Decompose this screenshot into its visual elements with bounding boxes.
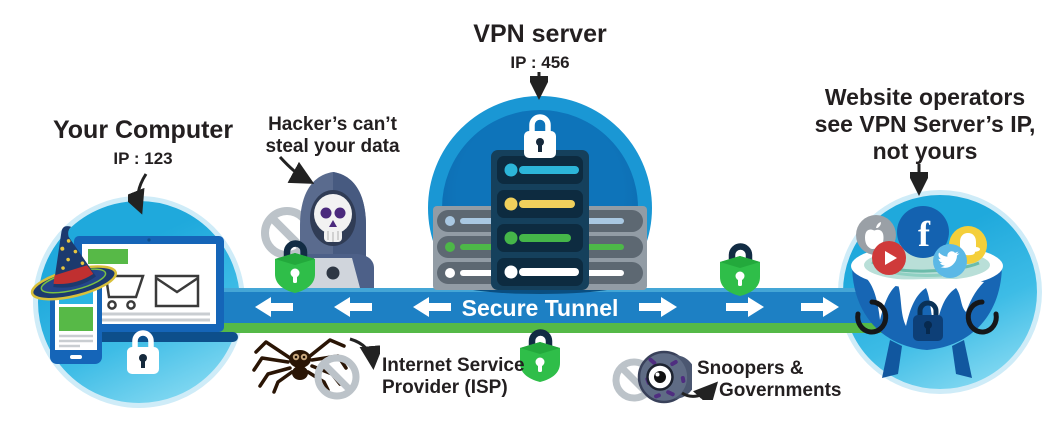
isp-label-line2: Provider (ISP) xyxy=(382,377,508,399)
tunnel-arrow-right-icon xyxy=(726,297,764,317)
website-operators-label: Website operators see VPN Server’s IP, n… xyxy=(808,84,1042,165)
website-label-line1: Website operators xyxy=(824,84,1026,110)
vpn-server-ip: IP : 456 xyxy=(510,52,570,72)
padlock-white-icon xyxy=(522,108,558,160)
snoopers-label-line1: Snoopers & xyxy=(697,358,804,379)
hacker-label-line2: steal your data xyxy=(265,136,400,158)
website-label-line2: see VPN Server’s IP, xyxy=(814,111,1036,138)
tunnel-arrow-right-icon xyxy=(639,297,677,317)
website-arrow-icon xyxy=(910,162,928,198)
isp-label-line1: Internet Service xyxy=(382,355,525,376)
hacker-arrow-icon xyxy=(276,153,320,189)
cauldron-handle-left xyxy=(855,299,889,335)
shield-lock-green-icon xyxy=(517,322,563,382)
your-computer-title: Your Computer xyxy=(52,116,234,144)
snoopers-label-line2: Governments xyxy=(719,380,842,402)
shield-lock-green-icon xyxy=(717,236,763,296)
wizard-hat-icon xyxy=(26,219,120,303)
padlock-navy-icon xyxy=(913,300,943,341)
facebook-icon: f xyxy=(897,206,949,258)
vpn-server-title: VPN server xyxy=(473,20,607,48)
mail-icon xyxy=(154,274,200,308)
youtube-icon xyxy=(872,241,906,275)
skull-icon xyxy=(314,194,352,234)
tunnel-green-stripe xyxy=(135,323,935,333)
your-computer-label: Your Computer IP : 123 xyxy=(38,116,248,169)
isp-arrow-icon xyxy=(346,333,380,373)
snooper-eyeball-icon xyxy=(636,349,692,405)
website-label-line3: not yours xyxy=(872,138,978,165)
tunnel-arrow-left-icon xyxy=(334,297,372,317)
vpn-server-label: VPN server IP : 456 xyxy=(440,20,640,73)
your-computer-ip: IP : 123 xyxy=(113,148,173,168)
snoopers-arrow-icon xyxy=(678,372,722,400)
hacker-label: Hacker’s can’t steal your data xyxy=(255,114,410,159)
tunnel-arrow-right-icon xyxy=(801,297,839,317)
browser-banner xyxy=(88,249,128,264)
prohibition-icon xyxy=(312,352,362,402)
tunnel-arrow-left-icon xyxy=(413,297,451,317)
spider-icon xyxy=(252,330,348,400)
hacker-label-line1: Hacker’s can’t xyxy=(268,114,397,135)
your-computer-arrow-icon xyxy=(128,172,156,216)
vpn-arrow-icon xyxy=(530,70,548,102)
hacker-icon xyxy=(280,168,386,288)
isp-label: Internet Service Provider (ISP) xyxy=(382,355,532,400)
facebook-glyph: f xyxy=(918,214,931,254)
snoopers-label: Snoopers & Governments xyxy=(697,358,847,403)
cauldron-handle-right xyxy=(965,299,999,335)
tunnel-arrow-left-icon xyxy=(255,297,293,317)
twitter-icon xyxy=(933,244,967,278)
padlock-white-icon xyxy=(125,324,161,376)
shield-lock-green-icon xyxy=(272,233,318,293)
secure-tunnel-label: Secure Tunnel xyxy=(461,295,619,321)
server-stack-icon xyxy=(425,142,655,294)
